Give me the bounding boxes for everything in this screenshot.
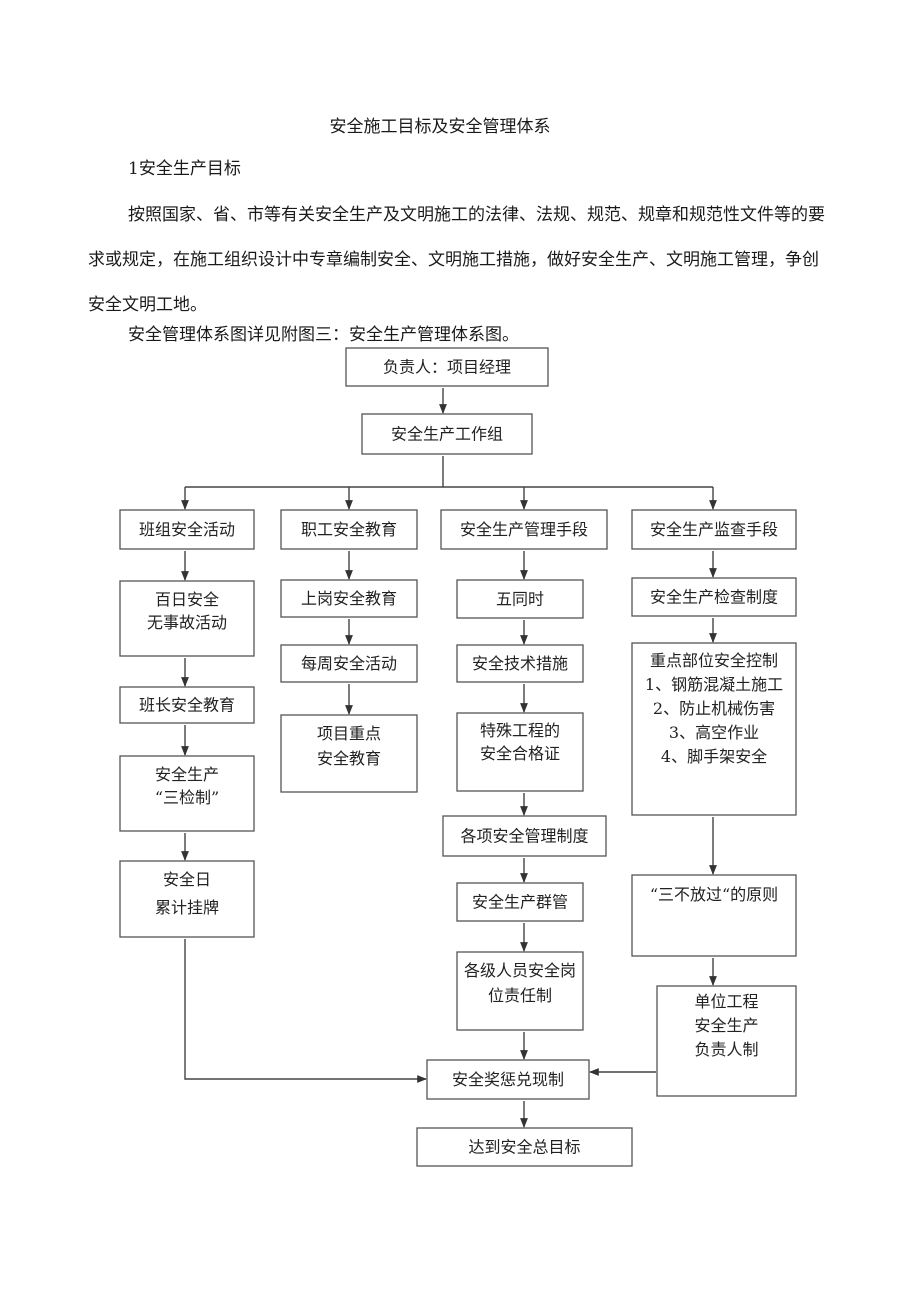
box-project-manager: 负责人：项目经理: [345, 347, 549, 387]
box-col4-item-1-text: 安全生产检查制度: [650, 587, 778, 606]
box-col4-item-3-text: “三不放过“的原则: [650, 885, 778, 904]
box-col4-item-3-frame: [631, 874, 797, 957]
box-col4-head-text: 安全生产监查手段: [650, 520, 778, 539]
box-col1-item-1-frame: [119, 580, 255, 657]
box-col2-head-text: 职工安全教育: [301, 520, 397, 539]
box-col2-item-2: 每周安全活动: [280, 644, 418, 683]
box-col3-head-text: 安全生产管理手段: [460, 520, 588, 539]
box-col2-head-frame: [280, 509, 418, 550]
box-col2-item-3-text: 项目重点: [317, 724, 381, 743]
box-col1-head-frame: [119, 509, 255, 550]
box-safety-working-group: 安全生产工作组: [361, 413, 533, 455]
box-col1-item-4-text: 累计挂牌: [155, 898, 219, 917]
box-col3-item-2-text: 安全技术措施: [472, 654, 568, 673]
section-heading: 1安全生产目标: [128, 159, 241, 179]
box-col3-head-frame: [440, 509, 608, 550]
document-title: 安全施工目标及安全管理体系: [329, 117, 551, 137]
box-col1-item-4-text: 安全日: [163, 870, 211, 889]
box-col2-item-1-text: 上岗安全教育: [301, 589, 397, 608]
box-col4-item-1: 安全生产检查制度: [631, 577, 797, 617]
box-col4-head: 安全生产监查手段: [631, 509, 797, 550]
box-col4-item-4-frame: [656, 985, 797, 1097]
box-col3-item-1: 五同时: [456, 579, 584, 619]
body-paragraph: 按照国家、省、市等有关安全生产及文明施工的法律、法规、规范、规章和规范性文件等的…: [88, 205, 825, 315]
box-col4-item-2: 重点部位安全控制 1、钢筋混凝土施工 2、防止机械伤害 3、高空作业 4、脚手架安全: [631, 642, 797, 816]
box-col1-item-2-frame: [119, 686, 255, 724]
box-col4-item-4-text: 单位工程: [694, 992, 758, 1011]
box-col3-item-4-text: 各项安全管理制度: [460, 826, 588, 845]
box-col3-item-5: 安全生产群管: [456, 882, 584, 922]
box-col4-item-4-text: 安全生产: [694, 1016, 758, 1035]
box-col2-item-2-frame: [280, 644, 418, 683]
box-col3-item-6-text: 各级人员安全岗: [464, 961, 576, 980]
box-col3-item-2: 安全技术措施: [456, 644, 584, 683]
box-col2-item-2-text: 每周安全活动: [301, 654, 397, 673]
box-col4-item-3: “三不放过“的原则: [631, 874, 797, 957]
box-col1-item-1-text: 百日安全: [155, 590, 219, 609]
box-col1-item-3-frame: [119, 755, 255, 832]
connector-c1-to-reward: [184, 939, 427, 1083]
box-col4-item-2-text: 1、钢筋混凝土施工: [645, 675, 783, 694]
box-col2-item-3-text: 安全教育: [317, 749, 381, 768]
box-col1-item-3-text: 安全生产: [155, 765, 219, 784]
box-col2-head: 职工安全教育: [280, 509, 418, 550]
box-col3-item-6-text: 位责任制: [488, 986, 552, 1005]
box-col3-head: 安全生产管理手段: [440, 509, 608, 550]
box-reward-penalty-text: 安全奖惩兑现制: [452, 1070, 564, 1089]
box-overall-goal-text: 达到安全总目标: [468, 1137, 580, 1156]
box-col4-head-frame: [631, 509, 797, 550]
box-col1-item-4-frame: [119, 860, 255, 938]
box-reward-penalty-frame: [426, 1059, 590, 1100]
box-col1-item-1-text: 无事故活动: [147, 613, 227, 632]
box-col3-item-6-frame: [456, 951, 584, 1031]
box-col4-item-2-text: 3、高空作业: [669, 723, 759, 742]
box-col3-item-4: 各项安全管理制度: [442, 815, 607, 857]
box-col4-item-4-text: 负责人制: [694, 1040, 758, 1059]
box-safety-working-group-frame: [361, 413, 533, 455]
box-col1-item-3-text: “三检制”: [155, 788, 219, 807]
chart-reference-note: 安全管理体系图详见附图三：安全生产管理体系图。: [128, 325, 519, 345]
box-col3-item-5-frame: [456, 882, 584, 922]
box-col3-item-4-frame: [442, 815, 607, 857]
box-overall-goal: 达到安全总目标: [416, 1127, 633, 1167]
box-col3-item-5-text: 安全生产群管: [472, 892, 568, 911]
box-col4-item-1-frame: [631, 577, 797, 617]
box-reward-penalty: 安全奖惩兑现制: [426, 1059, 590, 1100]
box-col1-head-text: 班组安全活动: [139, 520, 235, 539]
box-col3-item-2-frame: [456, 644, 584, 683]
box-col1-item-2-text: 班长安全教育: [139, 695, 235, 714]
box-col3-item-3-frame: [456, 712, 584, 792]
box-safety-working-group-text: 安全生产工作组: [391, 424, 503, 443]
box-col3-item-1-text: 五同时: [496, 589, 544, 608]
box-col4-item-2-text: 2、防止机械伤害: [653, 699, 775, 718]
box-col3-item-3-text: 安全合格证: [480, 744, 560, 763]
box-col4-item-2-frame: [631, 642, 797, 816]
box-col3-item-1-frame: [456, 579, 584, 619]
box-col1-head: 班组安全活动: [119, 509, 255, 550]
box-project-manager-text: 负责人：项目经理: [383, 357, 511, 376]
box-col2-item-1-frame: [280, 579, 418, 618]
box-col4-item-2-text: 重点部位安全控制: [650, 651, 778, 670]
box-project-manager-frame: [345, 347, 549, 387]
box-col3-item-3-text: 特殊工程的: [480, 721, 560, 740]
box-col2-item-1: 上岗安全教育: [280, 579, 418, 618]
box-col1-item-2: 班长安全教育: [119, 686, 255, 724]
box-col2-item-3-frame: [280, 714, 418, 793]
box-overall-goal-frame: [416, 1127, 633, 1167]
box-col4-item-2-text: 4、脚手架安全: [661, 747, 767, 766]
box-col1-item-3: 安全生产 “三检制”: [119, 755, 255, 832]
